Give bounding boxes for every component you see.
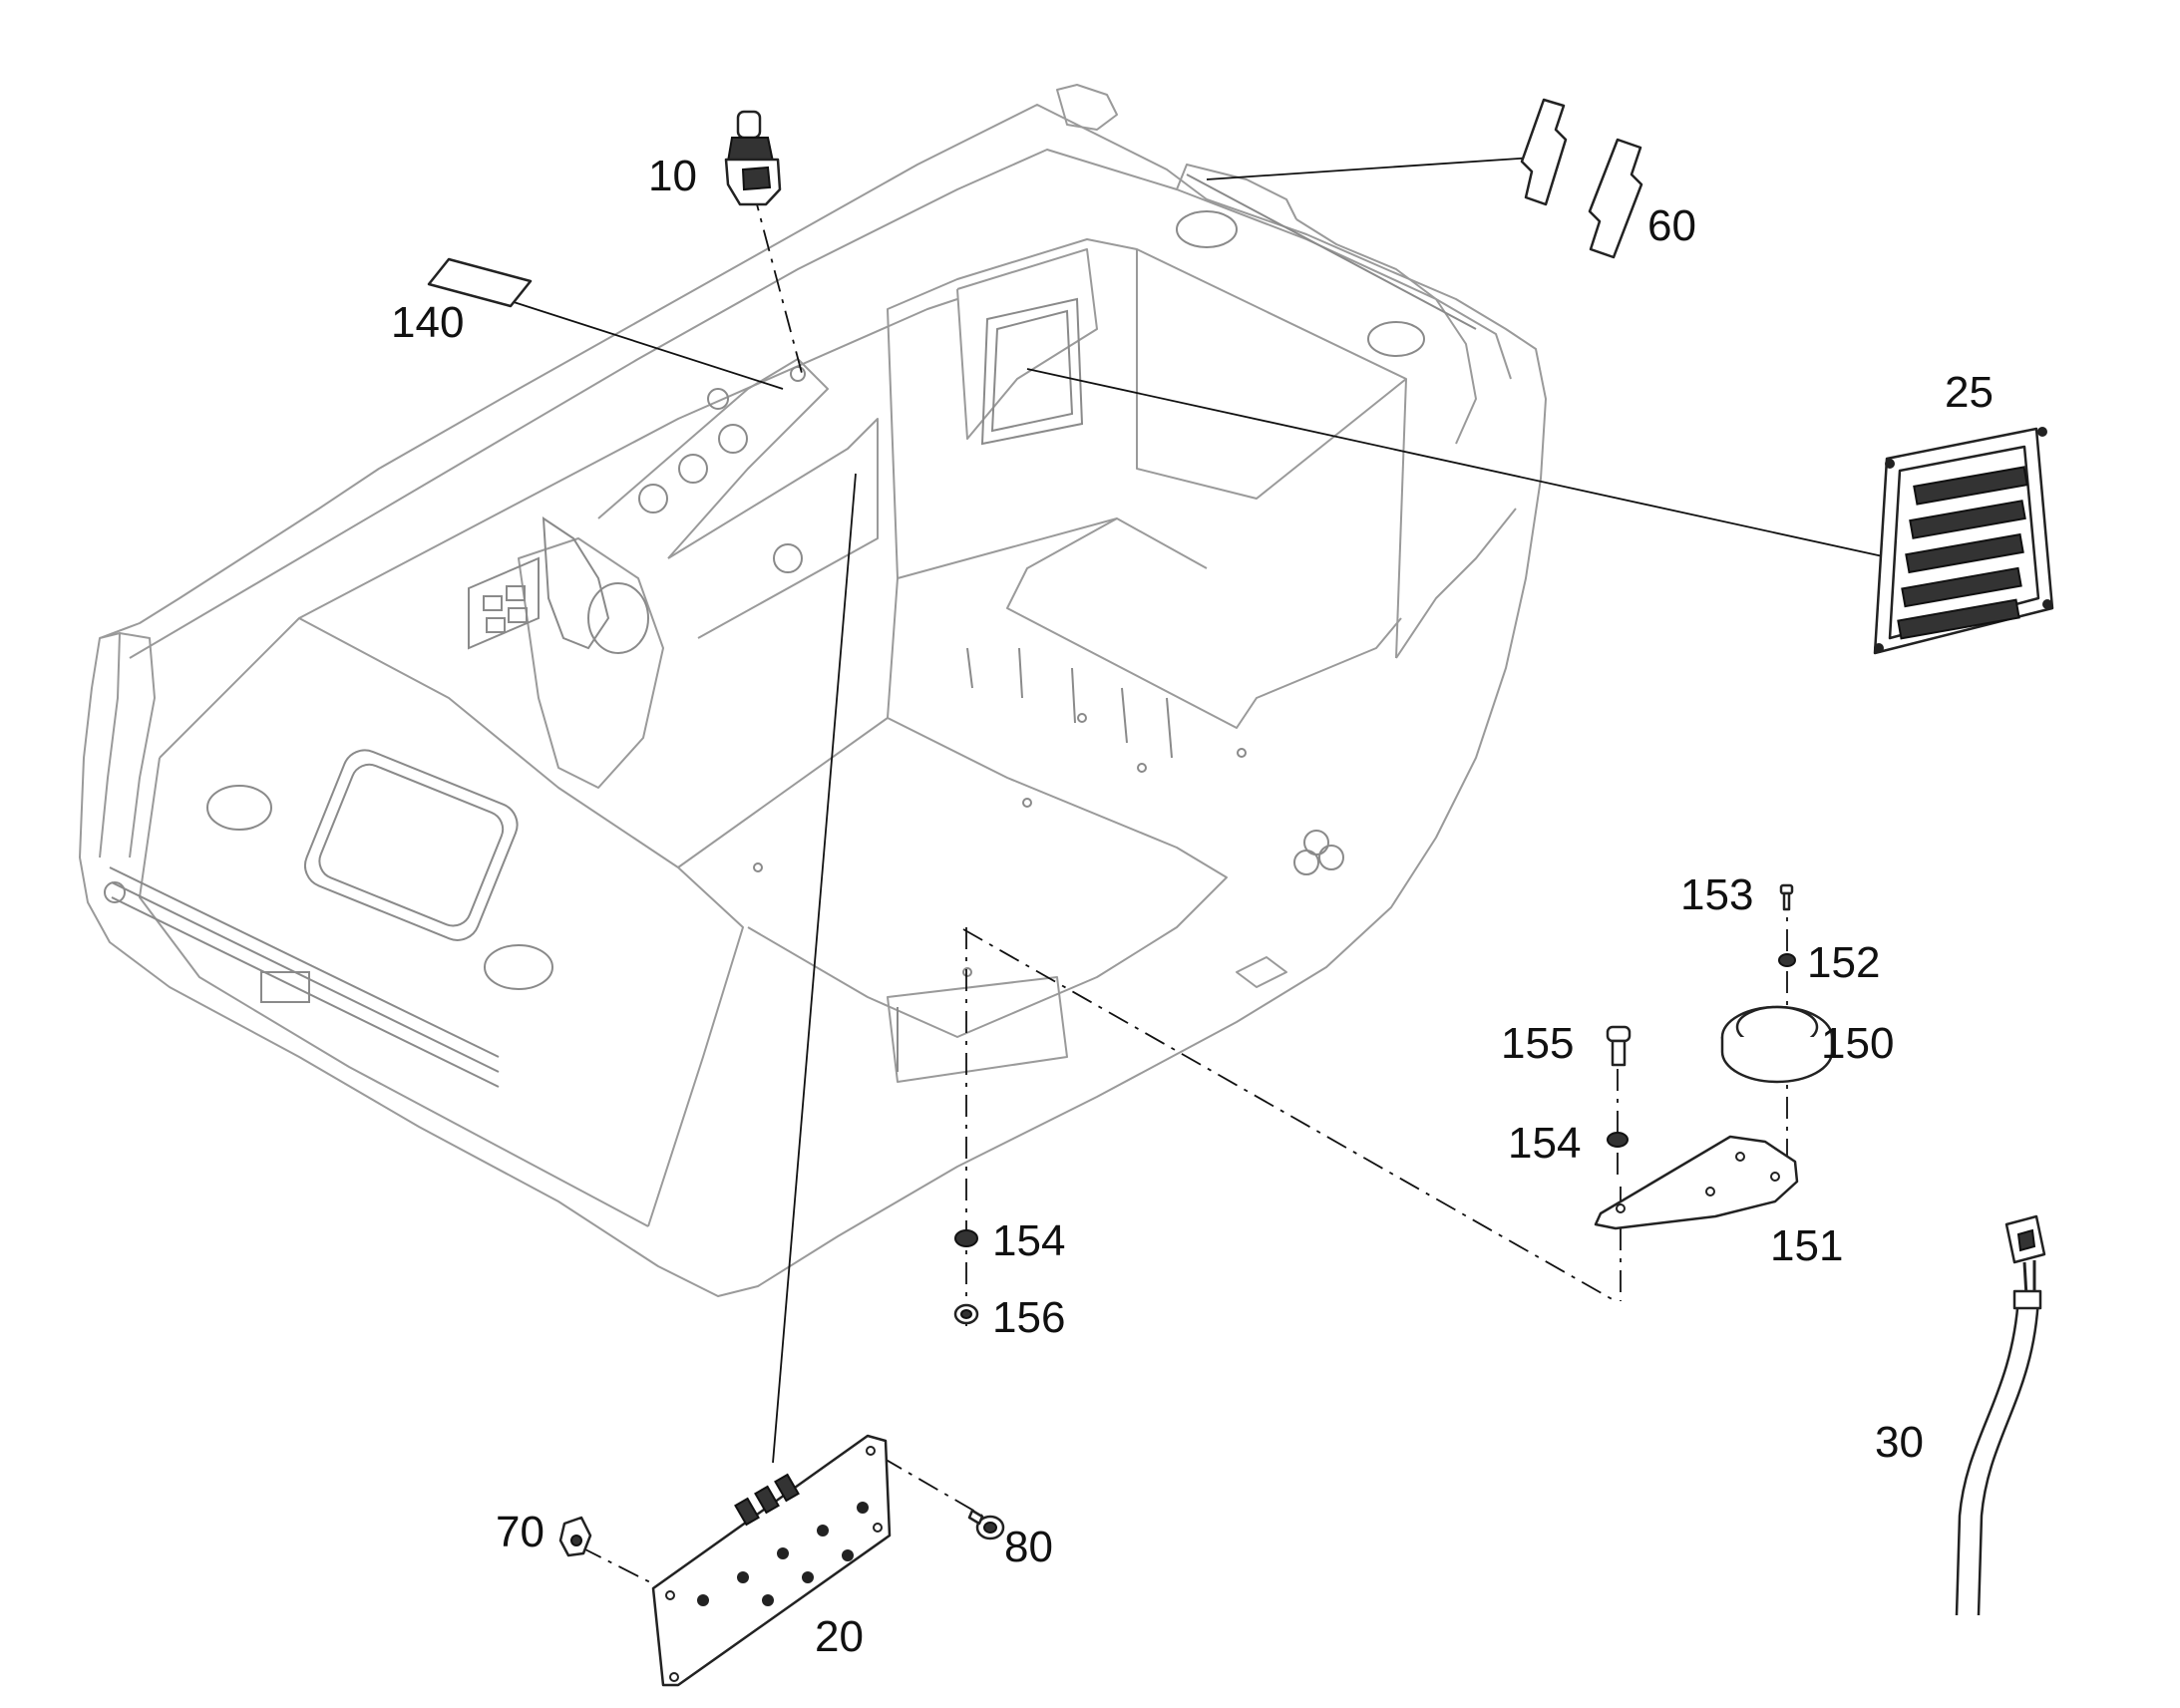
panel-plate-20-part [651, 1434, 892, 1687]
callout-70: 70 [496, 1508, 545, 1556]
leader-lines [510, 157, 1884, 1586]
bolt-155-part [1606, 1025, 1632, 1067]
operator-station-body [79, 84, 1547, 1297]
callout-80: 80 [1004, 1523, 1053, 1571]
callout-150: 150 [1821, 1019, 1895, 1068]
washer-154-upper-part [1607, 1132, 1629, 1148]
callout-154-lower: 154 [992, 1216, 1066, 1265]
screw-80-part [967, 1509, 1005, 1540]
callout-151: 151 [1770, 1221, 1844, 1270]
callout-60: 60 [1647, 201, 1696, 250]
callout-156: 156 [992, 1293, 1066, 1342]
callout-30: 30 [1875, 1418, 1924, 1467]
callout-155: 155 [1501, 1019, 1575, 1068]
callout-153: 153 [1680, 870, 1754, 919]
callout-152: 152 [1807, 938, 1881, 987]
nut-70-part [558, 1516, 592, 1557]
key-switch-part [724, 110, 782, 206]
washer-154-lower-part [954, 1229, 978, 1247]
screw-153-part [1779, 883, 1794, 911]
decal-part [427, 257, 533, 308]
gasket-strips-part [1520, 98, 1643, 259]
callout-20: 20 [815, 1612, 864, 1661]
callout-10: 10 [648, 152, 697, 200]
wire-harness-30-part [1955, 1214, 2046, 1616]
washer-152-part [1778, 953, 1796, 967]
callout-140: 140 [391, 298, 465, 347]
nut-156-part [953, 1303, 979, 1325]
round-cover-150-part [1720, 1005, 1834, 1084]
callout-154-upper: 154 [1508, 1119, 1582, 1168]
mounting-plate-151-part [1594, 1135, 1799, 1230]
louver-grille-part [1873, 427, 2054, 655]
callout-25: 25 [1945, 368, 1994, 417]
